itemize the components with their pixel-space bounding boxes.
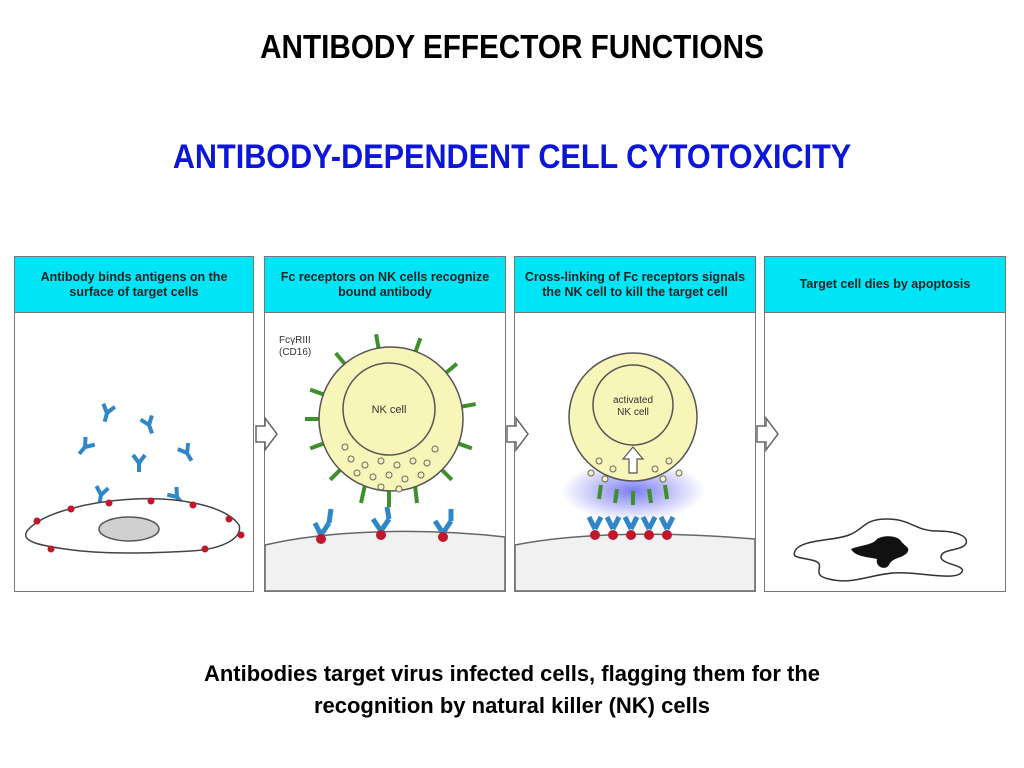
antibody-stems <box>326 506 454 524</box>
antibody <box>139 414 154 435</box>
activated-label-line-1: activated <box>613 395 653 406</box>
panel-3-illustration: activated NK cell <box>515 352 755 591</box>
antigens <box>33 497 245 553</box>
fc-receptor <box>413 484 419 504</box>
panel-1: Antibody binds antigens on the surface o… <box>14 256 254 592</box>
granules <box>341 443 439 493</box>
crosslinked-receptors <box>597 484 669 505</box>
nk-cell-nucleus <box>342 362 436 456</box>
arrow-right-icon <box>756 416 779 452</box>
panel-1-header: Antibody binds antigens on the surface o… <box>15 257 253 313</box>
free-antibodies <box>77 402 194 506</box>
target-cell-surface <box>515 533 755 591</box>
antibody <box>77 436 96 456</box>
activated-label-line-2: NK cell <box>617 407 649 418</box>
antibody <box>101 402 117 423</box>
panel-4-illustration <box>793 518 968 582</box>
panel-2: Fc receptors on NK cells recognize bound… <box>264 256 506 592</box>
caption-line-2: recognition by natural killer (NK) cells <box>313 693 711 718</box>
bound-antibodies <box>586 515 676 531</box>
activated-nk-cell <box>568 352 698 482</box>
up-arrow-icon <box>621 446 645 474</box>
antigens <box>590 530 672 540</box>
panel-2-header: Fc receptors on NK cells recognize bound… <box>265 257 505 313</box>
target-cell-nucleus <box>98 516 160 542</box>
slide-subtitle: ANTIBODY-DEPENDENT CELL CYTOTOXICITY <box>172 138 852 176</box>
arrow-right-icon <box>255 416 278 452</box>
antibody <box>131 453 147 472</box>
activated-nk-cell-nucleus <box>592 364 674 446</box>
panel-3: Cross-linking of Fc receptors signals th… <box>514 256 756 592</box>
granules <box>587 457 683 483</box>
receptor-label-line-2: (CD16) <box>279 347 311 358</box>
panel-4: Target cell dies by apoptosis <box>764 256 1006 592</box>
slide-caption: Antibodies target virus infected cells, … <box>0 658 1024 722</box>
bound-antibodies <box>312 517 454 537</box>
antigens <box>316 530 448 544</box>
nk-cell-label: NK cell <box>372 404 407 416</box>
fragmented-nucleus <box>851 536 909 568</box>
fc-receptor <box>359 484 367 504</box>
nk-cell <box>318 346 464 492</box>
panel-3-header: Cross-linking of Fc receptors signals th… <box>515 257 755 313</box>
panel-1-illustration <box>25 402 245 554</box>
antibody <box>177 442 194 462</box>
caption-line-1: Antibodies target virus infected cells, … <box>203 661 821 686</box>
panel-2-illustration: FcγRIII (CD16) NK cell <box>265 333 505 591</box>
arrow-right-icon <box>506 416 529 452</box>
slide-title: ANTIBODY EFFECTOR FUNCTIONS <box>260 28 764 65</box>
receptor-label-line-1: FcγRIII <box>279 335 311 346</box>
panel-4-header: Target cell dies by apoptosis <box>765 257 1005 313</box>
target-cell-surface <box>265 530 505 591</box>
